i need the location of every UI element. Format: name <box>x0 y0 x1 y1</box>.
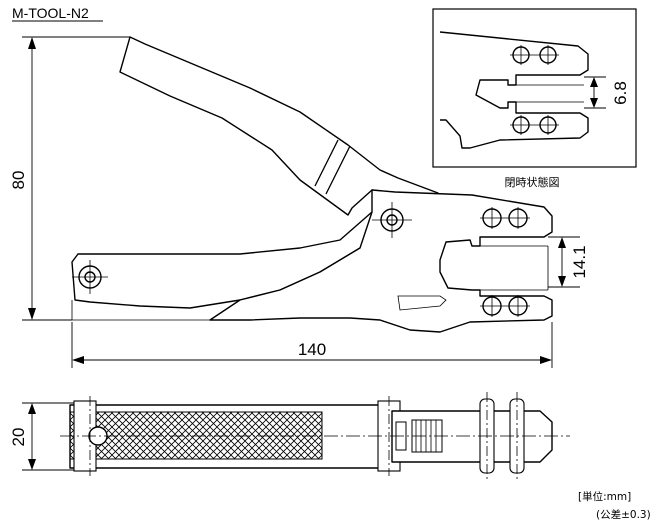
grip-line-1 <box>314 139 339 187</box>
dimension-jaw-open: 14.1 <box>548 236 589 288</box>
inset-jaw-gap-lines <box>516 84 584 103</box>
closed-state-inset: 6.8 <box>432 8 637 168</box>
top-view <box>60 392 570 480</box>
inset-screw-axes <box>510 45 559 135</box>
height-value: 80 <box>9 171 28 190</box>
length-value: 140 <box>298 340 326 359</box>
jaw-closed-value: 6.8 <box>611 81 630 105</box>
knurled-grip <box>69 411 323 460</box>
grip-line-2 <box>325 145 351 195</box>
lower-screw-axes <box>480 295 530 317</box>
jaw-inner-outline <box>480 245 549 291</box>
dimension-thickness: 20 <box>9 402 74 471</box>
upper-screw-axes <box>480 207 530 229</box>
inset-caption: 閉時状態図 <box>505 175 560 189</box>
side-view <box>71 36 553 333</box>
unit-note: [単位:mm] <box>578 490 631 503</box>
jaw-open-value: 14.1 <box>570 245 589 278</box>
lower-lever-detail <box>397 295 447 311</box>
dimension-length: 140 <box>71 322 553 368</box>
thickness-value: 20 <box>9 428 28 447</box>
upper-handle <box>119 36 439 216</box>
tool-head <box>209 189 553 333</box>
dimension-height: 80 <box>9 36 130 321</box>
drawing-title: M-TOOL-N2 <box>12 5 89 21</box>
tolerance-note: (公差±0.3) <box>596 508 651 521</box>
